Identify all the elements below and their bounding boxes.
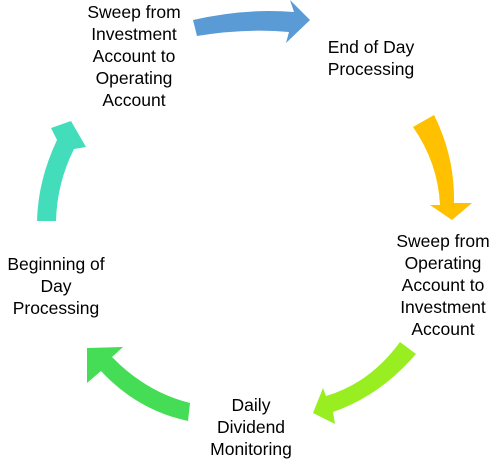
step-label-line: Sweep from [396,231,490,251]
arrow-eod-to-sweep-op-inv [413,115,472,220]
step-beginning-of-day-processing: Beginning of Day Processing [0,253,112,319]
step-label-line: Investment [91,24,177,44]
step-label-line: Day [40,276,72,296]
step-label-line: Daily [231,395,271,415]
step-label-line: Account [102,90,166,110]
step-label-line: Account [411,319,475,339]
step-daily-dividend-monitoring: Daily Dividend Monitoring [196,394,306,460]
arrow-dividend-to-bod [87,347,190,421]
step-sweep-investment-to-operating: Sweep from Investment Account to Operati… [62,1,206,111]
step-label-line: Monitoring [210,439,292,459]
step-end-of-day-processing: End of Day Processing [310,36,432,80]
step-label-line: Account to [92,46,176,66]
arrow-sweep-op-inv-to-dividend [313,342,416,424]
arrow-sweep-inv-op-to-eod [193,0,310,43]
step-label-line: Dividend [216,417,286,437]
step-label-line: Sweep from [87,2,181,22]
step-label-line: Account to [401,275,485,295]
step-label-line: Beginning of [7,254,105,274]
step-label-line: End of Day [327,37,415,57]
step-label-line: Investment [400,297,486,317]
step-label-line: Operating [404,253,482,273]
arrow-bod-to-sweep-inv-op [37,121,86,221]
step-sweep-operating-to-investment: Sweep from Operating Account to Investme… [384,230,496,340]
step-label-line: Processing [12,298,100,318]
step-label-line: Processing [327,59,415,79]
step-label-line: Operating [95,68,173,88]
